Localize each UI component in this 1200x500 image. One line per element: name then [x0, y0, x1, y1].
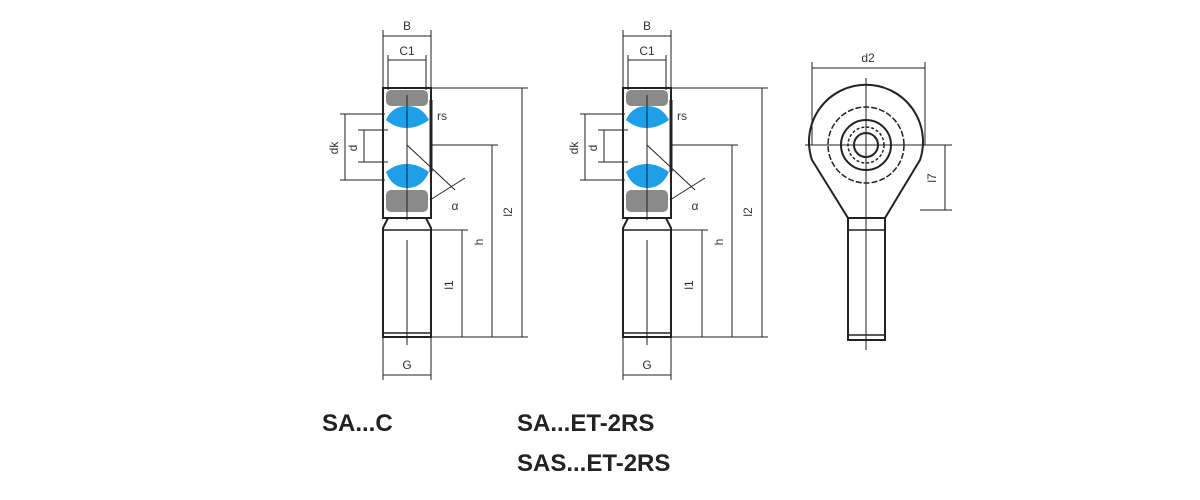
label-g: G — [402, 358, 411, 372]
label-c1: C1 — [639, 44, 655, 58]
label-l7: l7 — [925, 173, 939, 183]
caption-sas-et-2rs: SAS...ET-2RS — [517, 450, 671, 477]
label-l2: l2 — [741, 207, 755, 217]
label-dk: dk — [327, 141, 341, 155]
label-alpha: α — [452, 199, 459, 213]
label-b: B — [403, 19, 411, 33]
label-rs: rs — [437, 109, 447, 123]
label-rs: rs — [677, 109, 687, 123]
angle-arc — [429, 177, 466, 201]
label-d: d — [346, 145, 360, 152]
label-c1: C1 — [399, 44, 415, 58]
caption-sa-c: SA...C — [322, 410, 393, 437]
front-view: d2 l7 — [805, 51, 952, 350]
label-h: h — [712, 239, 726, 246]
label-l1: l1 — [682, 280, 696, 290]
caption-sa-et-2rs: SA...ET-2RS — [517, 410, 655, 437]
label-l1: l1 — [442, 280, 456, 290]
label-l2: l2 — [501, 207, 515, 217]
angle-line — [646, 144, 696, 191]
label-g: G — [642, 358, 651, 372]
angle-arc — [669, 177, 706, 201]
label-alpha: α — [692, 199, 699, 213]
label-d: d — [586, 145, 600, 152]
label-b: B — [643, 19, 651, 33]
label-d2: d2 — [861, 51, 875, 65]
label-dk: dk — [567, 141, 581, 155]
angle-line — [406, 144, 456, 191]
eye-outline — [808, 83, 924, 219]
label-h: h — [472, 239, 486, 246]
